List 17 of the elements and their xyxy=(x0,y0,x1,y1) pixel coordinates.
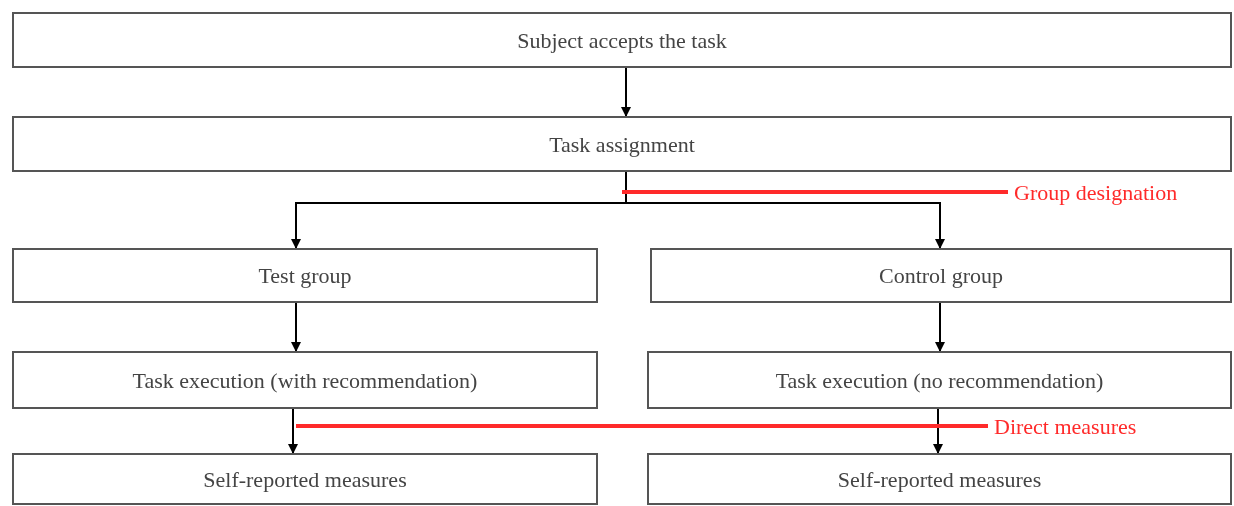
process-box: Control group xyxy=(650,248,1232,303)
process-box: Self-reported measures xyxy=(647,453,1232,505)
arrow xyxy=(935,302,945,352)
leader-line xyxy=(622,190,1008,194)
process-box: Task execution (with recommendation) xyxy=(12,351,598,409)
annotation-label: Direct measures xyxy=(994,412,1178,440)
process-box: Subject accepts the task xyxy=(12,12,1232,68)
leader-line xyxy=(296,424,988,428)
process-box: Task execution (no recommendation) xyxy=(647,351,1232,409)
arrow xyxy=(621,67,631,117)
arrow xyxy=(933,408,943,454)
arrow xyxy=(288,408,298,454)
process-box: Task assignment xyxy=(12,116,1232,172)
process-box: Self-reported measures xyxy=(12,453,598,505)
process-box: Test group xyxy=(12,248,598,303)
annotation-label: Group designation xyxy=(1014,178,1226,206)
arrow xyxy=(291,302,301,352)
